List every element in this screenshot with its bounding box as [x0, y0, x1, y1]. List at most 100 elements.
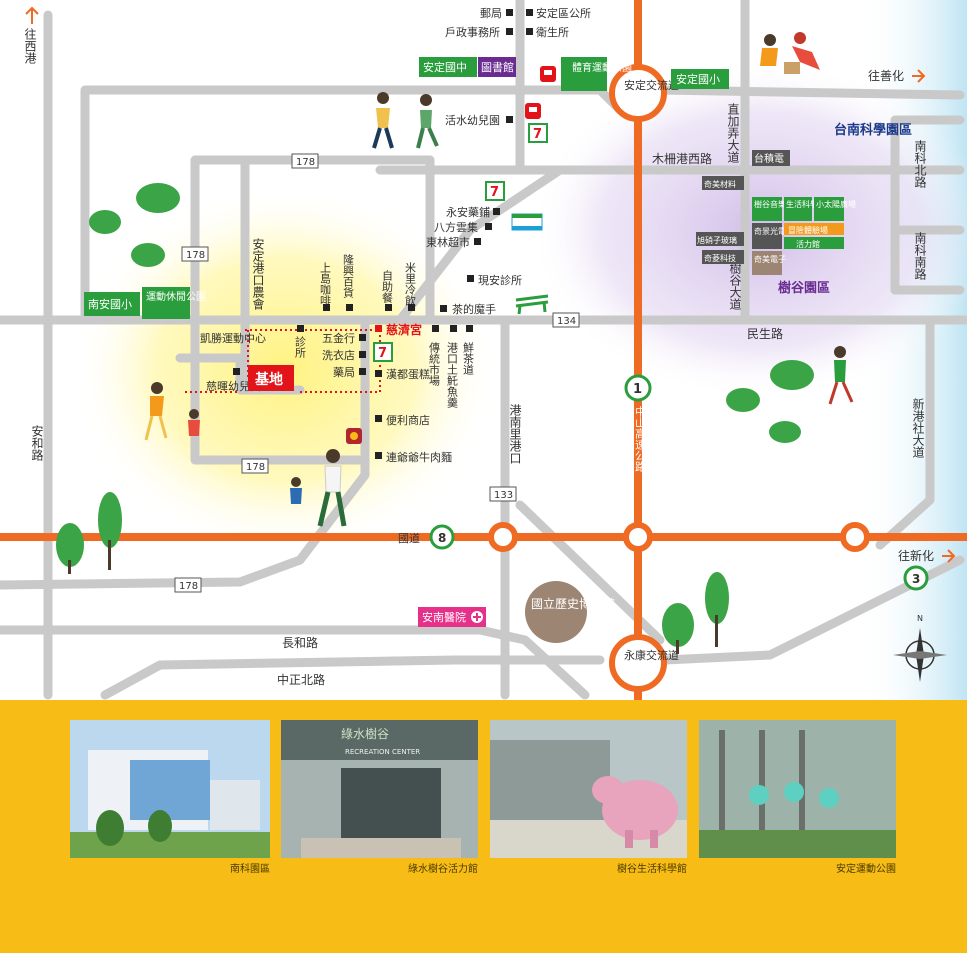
svg-text:N: N	[917, 614, 923, 623]
place-clinic: 診所	[294, 335, 307, 359]
place-district-office: 安定區公所	[536, 6, 591, 20]
bench-icon	[515, 294, 549, 315]
qimei-material-badge: 奇美材料	[702, 176, 744, 190]
place-beef: 連爺爺牛肉麵	[386, 450, 452, 464]
museum-label: 國立歷史博物館	[531, 596, 615, 611]
inner-street-shops: 上島咖啡 隆興百貨 自助餐 米里冷飲	[319, 253, 417, 311]
place-cihui-kg: 慈暉幼兒園	[206, 379, 261, 393]
road-nanke-s: 南科南路	[913, 231, 927, 281]
shugu-facilities: 樹谷音樂廳 生活科學館 小太陽廣場 奇景光電 冒險體驗場 活力館 奇美電子	[752, 197, 856, 275]
place-zizhu: 自助餐	[381, 270, 394, 303]
photo-nanke-park	[70, 720, 270, 858]
people-illustrations	[144, 32, 854, 527]
road-nanke-n: 南科北路	[913, 139, 927, 189]
direction-north-west: 往西港	[23, 6, 39, 64]
family-mart-icon	[511, 213, 543, 231]
svg-text:7: 7	[490, 185, 499, 200]
road-shugu: 樹谷大道	[728, 262, 742, 310]
museum-marker: 國立歷史博物館	[525, 581, 615, 643]
area-map: 往西港 往善化 往新化 1 中山高速公路 國道 8 3 安定交流道 永康交流道 …	[0, 0, 967, 700]
photo-sports-park	[699, 720, 896, 858]
road-134-plate: 134	[557, 316, 576, 327]
shugu-music-label: 樹谷音樂廳	[754, 199, 794, 209]
road-anding-farm: 安定港口農會	[251, 237, 265, 311]
recreation-sign-en: RECREATION CENTER	[345, 748, 420, 756]
site-marker: 基地	[248, 365, 294, 391]
road-zhijianong: 直加弄大道	[726, 103, 740, 163]
place-health: 衛生所	[536, 25, 569, 39]
adventure-label: 冒險體驗場	[788, 225, 828, 235]
badge-sports-park: 體育運動公園	[561, 57, 632, 91]
tainan-science-label: 台南科學園區	[834, 122, 912, 138]
place-laundry: 洗衣店	[322, 348, 355, 362]
interchange-yongkang-label: 永康交流道	[624, 648, 679, 662]
national-highway-3-shield: 3	[903, 565, 929, 591]
seven-eleven-icon-2: 7	[485, 181, 505, 201]
qimei-material-label: 奇美材料	[704, 179, 736, 189]
badge-anding-es-label: 安定國小	[676, 72, 720, 86]
interchange-anding-label: 安定交流道	[624, 78, 679, 92]
activity-hall-label: 活力館	[796, 239, 820, 249]
road-xingangshe: 新港社大道	[911, 397, 925, 458]
xushuo-label: 旭硝子玻璃	[697, 235, 737, 245]
photo-band: 綠水樹谷 RECREATION CENTER 南科園區 綠水樹谷活力館 樹谷生活…	[0, 700, 967, 953]
national-highway-8-shield: 國道 8	[398, 524, 455, 550]
road-minsheng: 民生路	[747, 326, 783, 341]
interchange-anding: 安定交流道	[609, 64, 679, 122]
badge-leisure-park-label: 運動休閒公園	[146, 290, 206, 303]
place-yongan-pharm: 永安藥鋪	[446, 205, 490, 219]
badge-sports-park-label: 體育運動公園	[572, 61, 632, 74]
qijing-label: 奇景光電	[754, 226, 786, 236]
road-names: 安和路 長和路 中正北路 民生路 木柵港西路 直加弄大道 樹谷大道 南科北路 南…	[30, 103, 927, 687]
highway-junctions	[488, 522, 870, 552]
tsmc-label: 台積電	[754, 152, 784, 165]
national-highway-1-shield: 1	[624, 374, 652, 402]
hospital-badge: 安南醫院	[418, 607, 486, 627]
street-shops: 永安藥鋪 八方雲集 東林超市 現安診所 茶的魔手	[426, 205, 522, 316]
place-household: 戶政事務所	[445, 25, 500, 39]
caption-nanke-park: 南科園區	[230, 864, 270, 875]
place-wujin: 五金行	[322, 331, 355, 345]
road-mumaogang-w: 木柵港西路	[652, 151, 712, 166]
road-anhe: 安和路	[30, 424, 44, 462]
national-highway-8-label: 國道	[398, 531, 420, 545]
life-science-label: 生活科學館	[786, 199, 826, 209]
road-133-plate: 133	[494, 490, 513, 501]
seven-eleven-icon-3: 7	[373, 342, 393, 362]
svg-text:7: 7	[378, 346, 387, 361]
picnic-couple	[760, 32, 820, 74]
place-donglin: 東林超市	[426, 235, 470, 249]
photo-science-museum	[490, 720, 687, 858]
civic-places: 郵局 安定區公所 戶政事務所 衛生所 活水幼兒園	[445, 6, 591, 127]
place-kaisheng: 凱勝運動中心	[200, 331, 266, 345]
interchange-yongkang: 永康交流道	[609, 634, 679, 692]
badge-nanan-es-label: 南安國小	[88, 297, 132, 311]
qimei-elec-label: 奇美電子	[754, 254, 786, 264]
qiling-badge: 奇菱科技	[702, 250, 744, 264]
place-tea-magic: 茶的魔手	[452, 302, 496, 316]
recreation-sign-cn: 綠水樹谷	[341, 727, 389, 741]
tsmc-badge: 台積電	[752, 150, 790, 166]
place-traditional-market: 傳統市場	[428, 342, 441, 387]
qiling-label: 奇菱科技	[704, 253, 736, 263]
road-178-plate-b: 178	[186, 250, 205, 261]
badge-library-label: 圖書館	[481, 60, 514, 74]
caption-recreation-center: 綠水樹谷活力館	[408, 864, 478, 875]
hospital-label: 安南醫院	[422, 610, 466, 624]
road-178-plate-d: 178	[179, 581, 198, 592]
direction-east-label: 往善化	[868, 68, 904, 83]
place-convenience: 便利商店	[386, 413, 430, 427]
direction-east-bottom: 往新化	[898, 548, 956, 563]
national-highway-8-number: 8	[438, 531, 446, 545]
svg-text:7: 7	[533, 127, 542, 142]
mosburger-icon	[346, 428, 362, 444]
badge-nanan-es: 南安國小	[84, 292, 140, 316]
caption-science-museum: 樹谷生活科學館	[617, 864, 687, 875]
direction-north-west-label: 往西港	[23, 27, 37, 64]
sun-square-label: 小太陽廣場	[816, 199, 856, 209]
shugu-park-label: 樹谷園區	[778, 280, 830, 296]
tree-decorations	[56, 183, 814, 654]
caption-sports-park: 安定運動公園	[836, 864, 896, 875]
site-label: 基地	[255, 371, 283, 388]
road-zhongzheng-n: 中正北路	[277, 672, 325, 687]
